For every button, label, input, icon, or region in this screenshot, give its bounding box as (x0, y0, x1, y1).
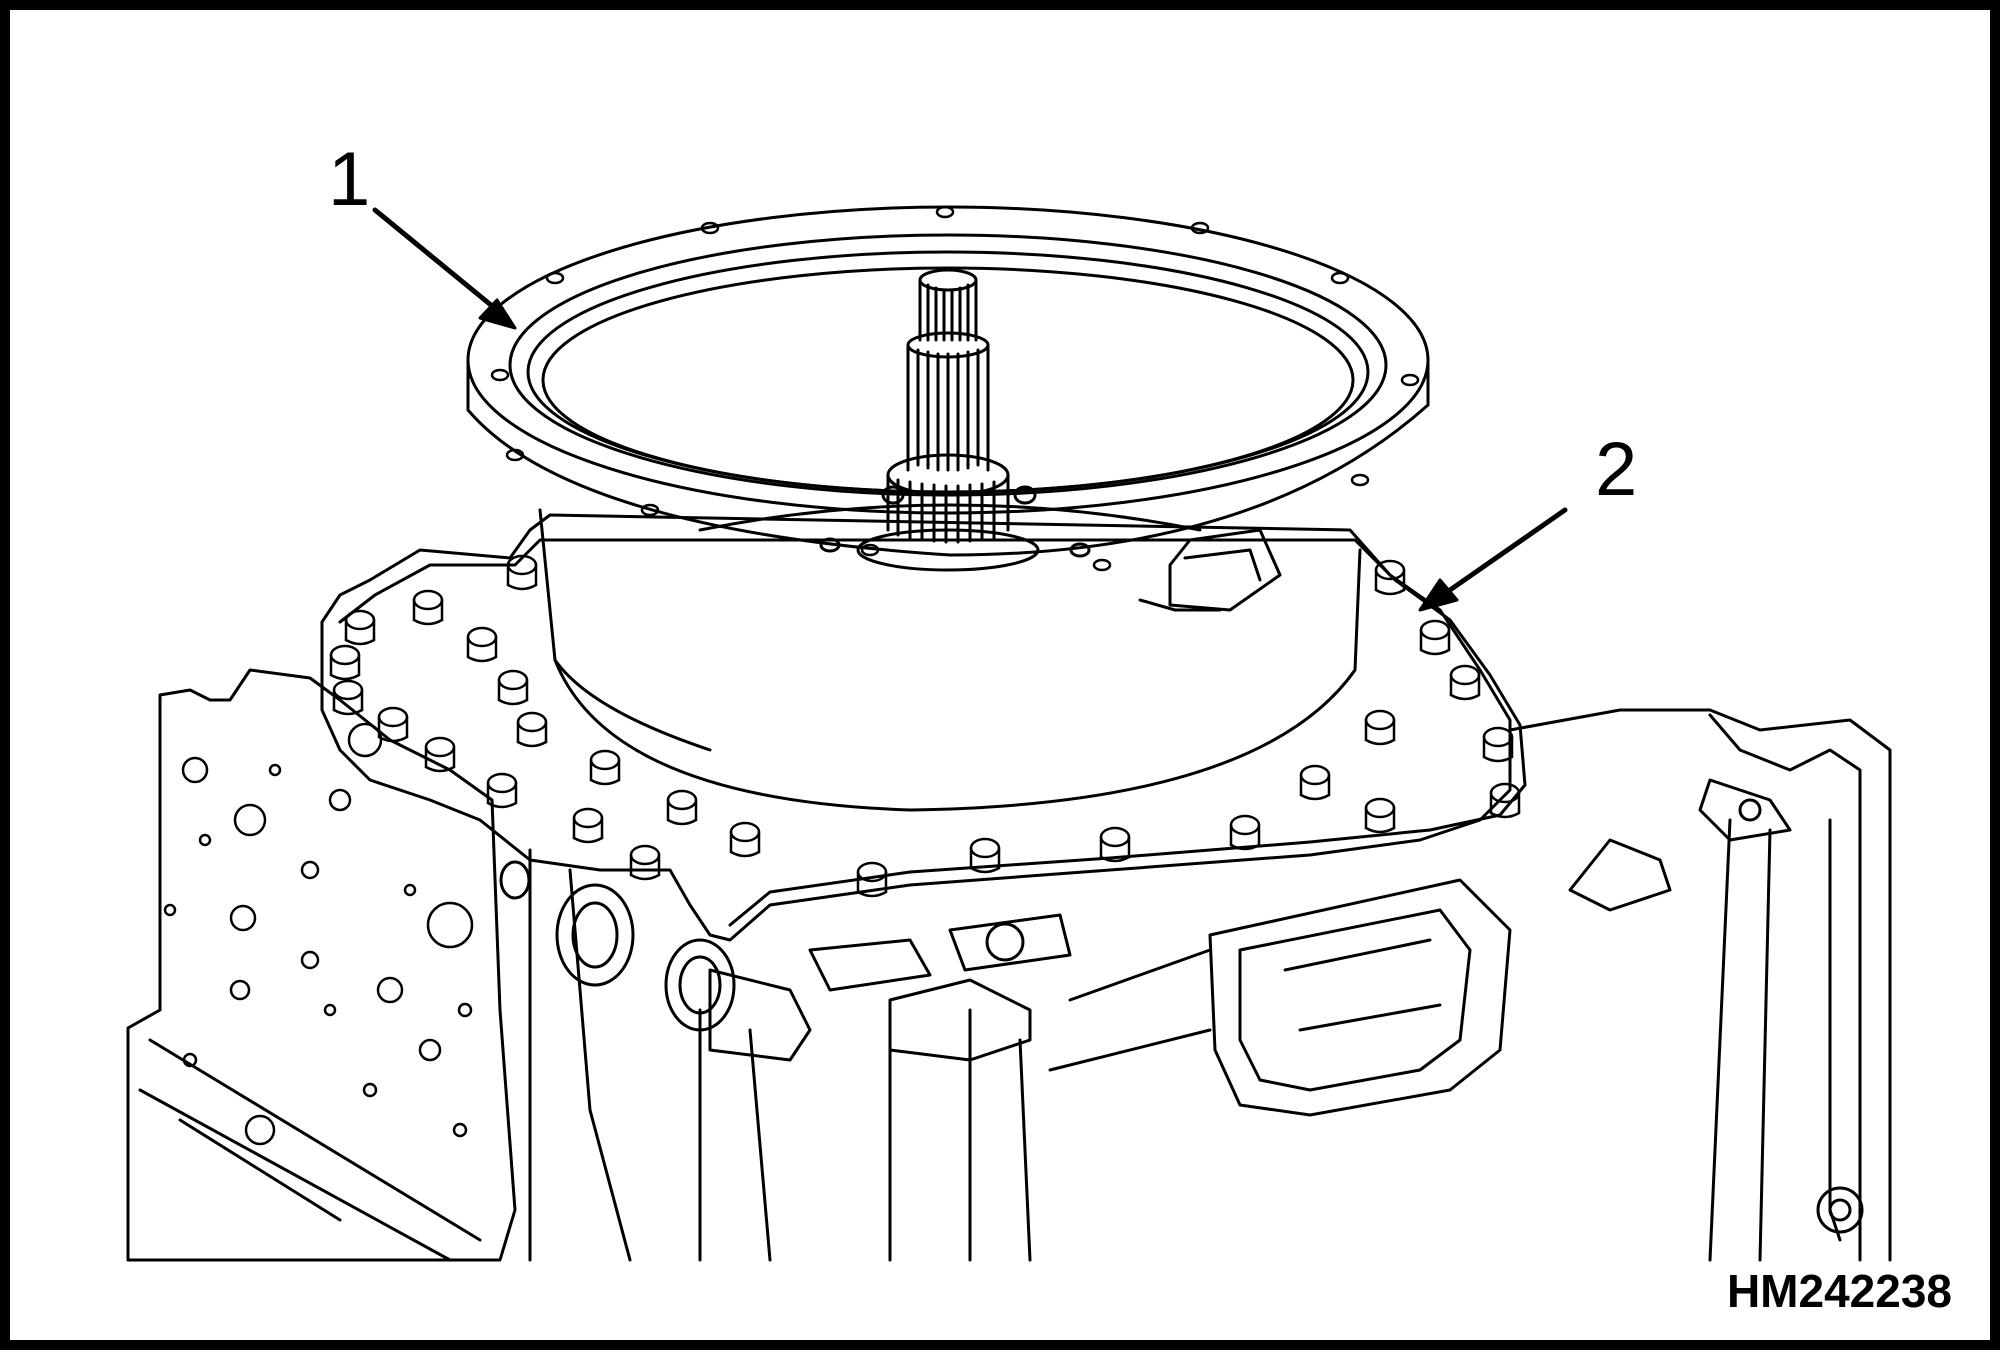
input-shaft (856, 268, 1040, 572)
leader-arrow-2 (1418, 507, 1568, 612)
figure-id: HM242238 (1726, 1265, 1952, 1317)
leader-arrow-1 (372, 207, 517, 330)
callout-2: 2 (1595, 427, 1638, 512)
transmission-case (126, 513, 1892, 1262)
flange-housing (466, 205, 1430, 812)
side-plate-holes (163, 722, 474, 1146)
cover-gasket (338, 538, 1527, 927)
cover-bolts (329, 554, 1521, 898)
callout-1: 1 (328, 137, 371, 222)
drawing (126, 205, 1892, 1262)
